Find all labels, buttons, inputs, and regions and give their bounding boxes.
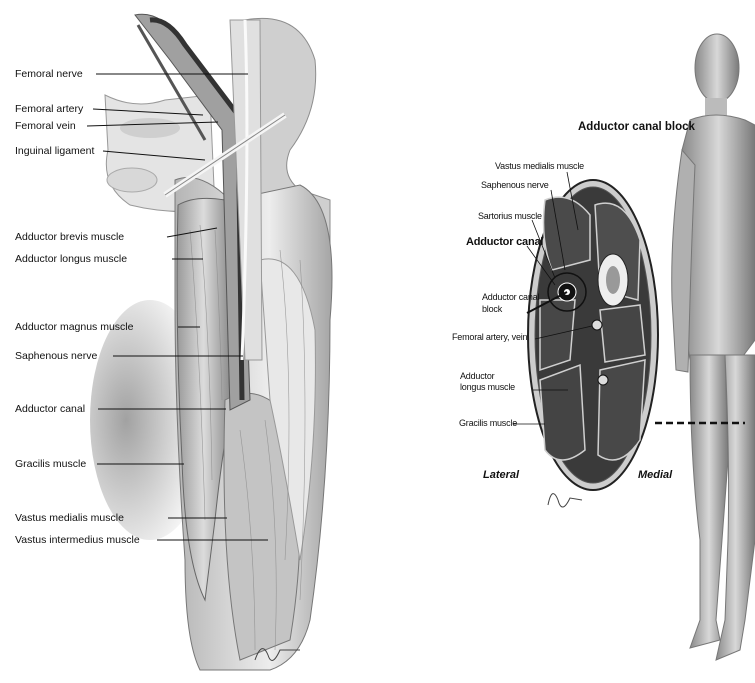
cs-label-adductor-canal-block-1: Adductor canal — [482, 292, 539, 302]
cs-label-adductor-canal-block-2: block — [482, 304, 502, 314]
label-adductor-magnus: Adductor magnus muscle — [15, 321, 133, 333]
cs-label-femoral-artery-vein: Femoral artery, vein — [452, 332, 527, 342]
cs-label-gracilis: Gracilis muscle — [459, 418, 517, 428]
label-femoral-artery: Femoral artery — [15, 103, 83, 115]
medial-label: Medial — [638, 469, 672, 481]
label-gracilis: Gracilis muscle — [15, 458, 86, 470]
label-adductor-longus: Adductor longus muscle — [15, 253, 127, 265]
label-adductor-canal: Adductor canal — [15, 403, 85, 415]
label-femoral-vein: Femoral vein — [15, 120, 76, 132]
cs-label-adductor-longus-2: longus muscle — [460, 382, 515, 392]
cs-label-adductor-longus-1: Adductor — [460, 371, 494, 381]
label-vastus-medialis: Vastus medialis muscle — [15, 512, 124, 524]
label-saphenous-nerve: Saphenous nerve — [15, 350, 97, 362]
cs-label-vastus-medialis: Vastus medialis muscle — [495, 161, 584, 171]
cs-label-sartorius: Sartorius muscle — [478, 211, 542, 221]
label-vastus-intermedius: Vastus intermedius muscle — [15, 534, 140, 546]
adductor-canal-block-title: Adductor canal block — [578, 121, 695, 133]
lateral-label: Lateral — [483, 469, 519, 481]
cs-label-adductor-canal: Adductor canal — [466, 237, 543, 247]
label-adductor-brevis: Adductor brevis muscle — [15, 231, 124, 243]
thigh-cross-section — [527, 180, 658, 507]
cs-label-saphenous-nerve: Saphenous nerve — [481, 180, 549, 190]
label-femoral-nerve: Femoral nerve — [15, 68, 83, 80]
label-inguinal-ligament: Inguinal ligament — [15, 145, 94, 157]
